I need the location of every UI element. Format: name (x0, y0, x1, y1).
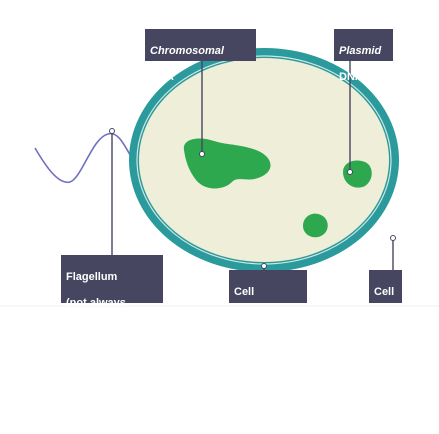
cell-wall-label-line2: wall (374, 312, 395, 324)
pointer-dot-plasmid (347, 169, 353, 175)
flagellum-label-line1: Flagellum (66, 271, 118, 283)
chromosomal-dna-label-line1: Chromosomal (150, 45, 224, 57)
plasmid-dna-label: Plasmid DNA (334, 29, 393, 83)
pointer-dot-membrane (261, 263, 267, 269)
cell-membrane-label-line2: membrane (234, 312, 290, 324)
cell-wall-label: Cell wall (369, 270, 402, 324)
chromosomal-dna (183, 138, 271, 189)
plasmid-dna-label-line1: Plasmid (339, 45, 382, 57)
flagellum-label-line2: (not always (66, 297, 126, 309)
pointer-dot-flagellum (109, 128, 115, 134)
chromosomal-dna-label-line2: DNA (150, 71, 174, 83)
flagellum-label-line3: present) (66, 323, 110, 335)
pointer-dot-wall (390, 235, 396, 241)
cell-membrane-label-line1: Cell (234, 286, 255, 298)
cell-membrane-label: Cell membrane (229, 270, 307, 324)
pointer-dot-chromosomal (199, 151, 205, 157)
cell-wall-label-line1: Cell (374, 286, 395, 298)
flagellum-label: Flagellum (not always present) (61, 255, 163, 335)
plasmid-dna-label-line2: DNA (339, 71, 363, 83)
chromosomal-dna-label: Chromosomal DNA (145, 29, 256, 83)
plasmid-dna-small (303, 213, 328, 238)
